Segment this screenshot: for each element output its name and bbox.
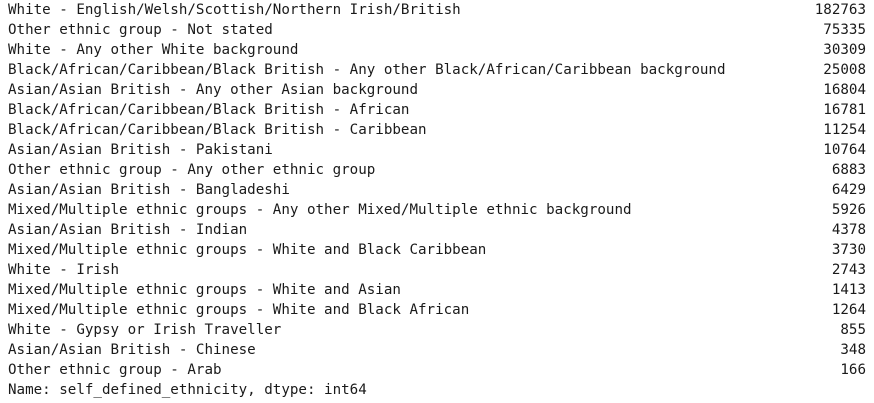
row-count: 75335 <box>823 22 866 38</box>
series-row: Mixed/Multiple ethnic groups - White and… <box>8 300 866 320</box>
row-label: White - English/Welsh/Scottish/Northern … <box>8 2 461 18</box>
series-row: Asian/Asian British - Indian 4378 <box>8 220 866 240</box>
series-row: Asian/Asian British - Pakistani 10764 <box>8 140 866 160</box>
row-label: White - Any other White background <box>8 42 299 58</box>
row-count: 10764 <box>823 142 866 158</box>
series-row: White - Irish 2743 <box>8 260 866 280</box>
series-row: Mixed/Multiple ethnic groups - White and… <box>8 240 866 260</box>
row-count: 11254 <box>823 122 866 138</box>
series-footer: Name: self_defined_ethnicity, dtype: int… <box>8 382 367 398</box>
row-count: 1413 <box>831 282 866 298</box>
row-count: 2743 <box>831 262 866 278</box>
row-label: Other ethnic group - Not stated <box>8 22 273 38</box>
row-label: Black/African/Caribbean/Black British - … <box>8 102 410 118</box>
series-row: Other ethnic group - Not stated 75335 <box>8 20 866 40</box>
row-label: Asian/Asian British - Chinese <box>8 342 256 358</box>
row-label: Mixed/Multiple ethnic groups - Any other… <box>8 202 632 218</box>
row-label: Mixed/Multiple ethnic groups - White and… <box>8 302 470 318</box>
series-row: Asian/Asian British - Bangladeshi 6429 <box>8 180 866 200</box>
row-count: 182763 <box>814 2 866 18</box>
row-label: White - Irish <box>8 262 120 278</box>
row-count: 16804 <box>823 82 866 98</box>
row-label: Asian/Asian British - Indian <box>8 222 248 238</box>
cell-output: White - English/Welsh/Scottish/Northern … <box>8 0 866 400</box>
row-count: 6883 <box>831 162 866 178</box>
row-count: 348 <box>840 342 866 358</box>
row-count: 16781 <box>823 102 866 118</box>
row-count: 855 <box>840 322 866 338</box>
row-count: 4378 <box>831 222 866 238</box>
row-label: White - Gypsy or Irish Traveller <box>8 322 282 338</box>
row-label: Asian/Asian British - Pakistani <box>8 142 273 158</box>
series-row: Mixed/Multiple ethnic groups - White and… <box>8 280 866 300</box>
series-row: Asian/Asian British - Chinese 348 <box>8 340 866 360</box>
row-count: 6429 <box>831 182 866 198</box>
row-label: Other ethnic group - Any other ethnic gr… <box>8 162 376 178</box>
row-label: Mixed/Multiple ethnic groups - White and… <box>8 242 487 258</box>
row-label: Asian/Asian British - Any other Asian ba… <box>8 82 418 98</box>
series-row: Black/African/Caribbean/Black British - … <box>8 60 866 80</box>
row-label: Black/African/Caribbean/Black British - … <box>8 122 427 138</box>
series-row: Black/African/Caribbean/Black British - … <box>8 100 866 120</box>
row-label: Mixed/Multiple ethnic groups - White and… <box>8 282 401 298</box>
row-count: 30309 <box>823 42 866 58</box>
series-row: Other ethnic group - Arab 166 <box>8 360 866 380</box>
series-row: Black/African/Caribbean/Black British - … <box>8 120 866 140</box>
row-count: 5926 <box>831 202 866 218</box>
series-row: Asian/Asian British - Any other Asian ba… <box>8 80 866 100</box>
row-label: Asian/Asian British - Bangladeshi <box>8 182 290 198</box>
row-count: 166 <box>840 362 866 378</box>
row-count: 3730 <box>831 242 866 258</box>
series-row: White - English/Welsh/Scottish/Northern … <box>8 0 866 20</box>
row-label: Black/African/Caribbean/Black British - … <box>8 62 726 78</box>
series-row: Other ethnic group - Any other ethnic gr… <box>8 160 866 180</box>
row-count: 25008 <box>823 62 866 78</box>
series-row: White - Any other White background 30309 <box>8 40 866 60</box>
row-label: Other ethnic group - Arab <box>8 362 222 378</box>
series-row: White - Gypsy or Irish Traveller 855 <box>8 320 866 340</box>
series-row: Mixed/Multiple ethnic groups - Any other… <box>8 200 866 220</box>
row-count: 1264 <box>831 302 866 318</box>
